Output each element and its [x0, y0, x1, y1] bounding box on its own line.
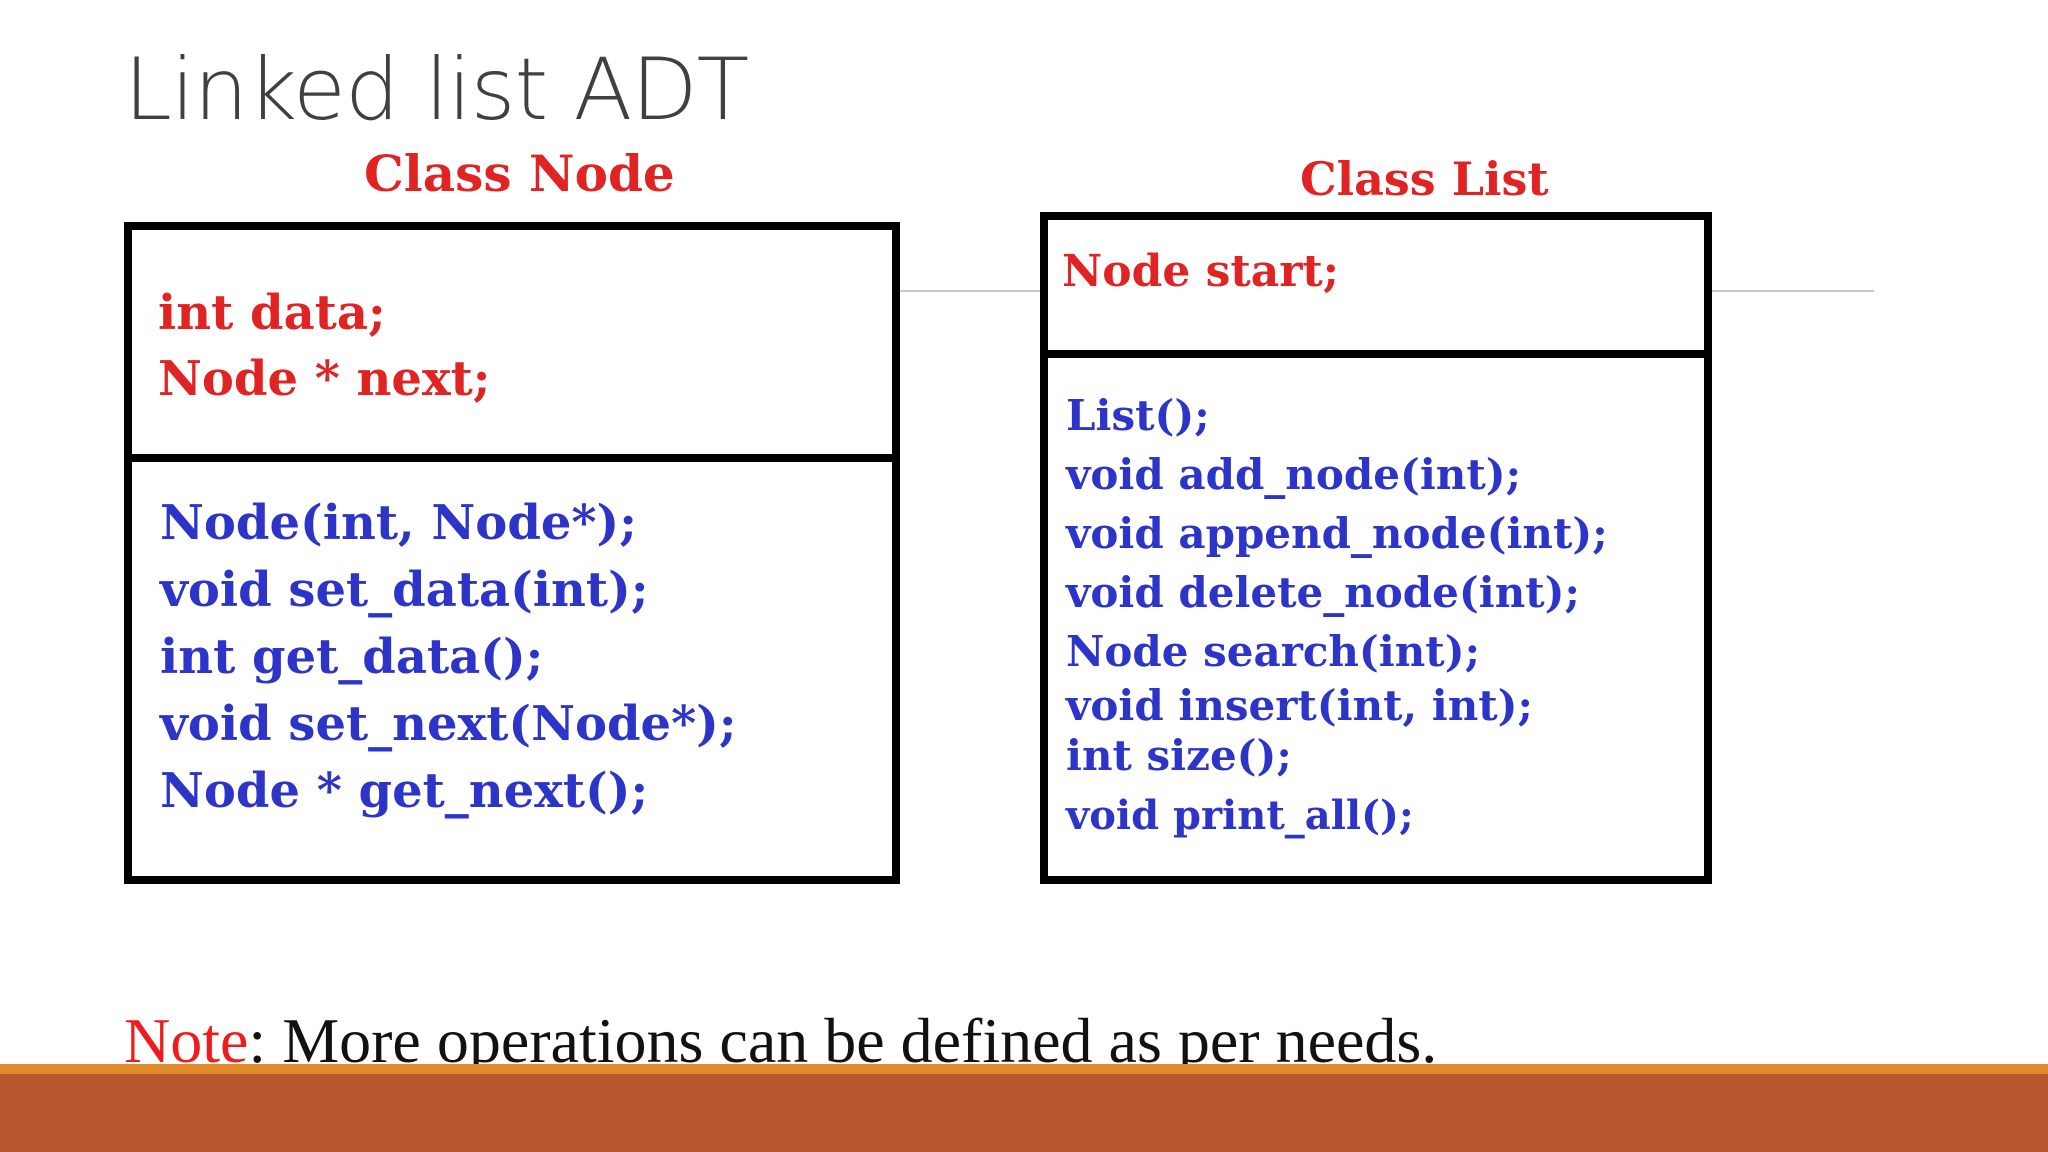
guide-line-left: [900, 290, 1040, 292]
list-method-line: void append_node(int);: [1066, 509, 1608, 558]
list-method-line: void add_node(int);: [1066, 450, 1522, 499]
node-method-line: int get_data();: [160, 629, 544, 685]
node-methods-section: Node(int, Node*); void set_data(int); in…: [132, 462, 892, 825]
list-class-box: Node start; List(); void add_node(int); …: [1040, 212, 1712, 884]
list-class-title: Class List: [1300, 152, 1549, 206]
list-method-line: void print_all();: [1066, 792, 1414, 839]
guide-line-right: [1712, 290, 1874, 292]
node-method-line: Node(int, Node*);: [160, 495, 637, 551]
slide-title: Linked list ADT: [124, 40, 749, 140]
node-class-box: int data; Node * next; Node(int, Node*);…: [124, 222, 900, 884]
node-attributes-section: int data; Node * next;: [132, 230, 892, 462]
node-class-title: Class Node: [364, 144, 675, 203]
list-methods-section: List(); void add_node(int); void append_…: [1048, 358, 1704, 851]
node-method-line: void set_next(Node*);: [160, 696, 737, 752]
node-attribute-line: Node * next;: [158, 351, 491, 407]
node-method-line: void set_data(int);: [160, 562, 649, 618]
footer-bar: [0, 1074, 2048, 1152]
footer-stripe: [0, 1064, 2048, 1074]
list-method-line: int size();: [1066, 731, 1292, 780]
node-method-line: Node * get_next();: [160, 763, 649, 819]
list-attribute-line: Node start;: [1062, 246, 1339, 297]
node-attribute-line: int data;: [158, 285, 386, 341]
list-attributes-section: Node start;: [1048, 220, 1704, 358]
list-method-line: void insert(int, int);: [1066, 681, 1534, 730]
list-method-line: List();: [1066, 391, 1210, 440]
list-method-line: void delete_node(int);: [1066, 568, 1581, 617]
list-method-line: Node search(int);: [1066, 627, 1481, 676]
